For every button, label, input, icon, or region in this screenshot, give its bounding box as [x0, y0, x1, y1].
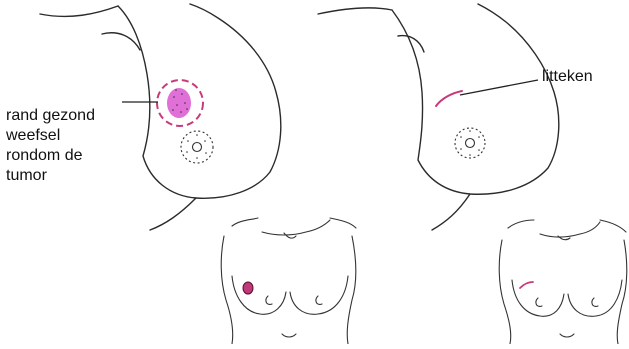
torso-before: [221, 218, 356, 344]
margin-label-line-3: rondom de: [6, 146, 95, 166]
margin-label-line-4: tumor: [6, 166, 95, 186]
small-tumor-mark: [243, 282, 253, 294]
margin-label-line-1: rand gezond: [6, 106, 95, 126]
tumor-with-margin: [157, 80, 203, 126]
scar-mark: [436, 91, 462, 106]
right-breast-closeup: [318, 4, 559, 230]
margin-label: rand gezond weefsel rondom de tumor: [6, 106, 95, 186]
scar-label: litteken: [542, 67, 593, 87]
margin-label-line-2: weefsel: [6, 126, 95, 146]
small-scar-mark: [520, 282, 533, 288]
right-areola: [455, 128, 485, 158]
tumor-blob: [167, 88, 191, 118]
torso-after: [499, 220, 627, 344]
left-areola: [181, 131, 213, 163]
scar-leader-line: [460, 80, 538, 95]
